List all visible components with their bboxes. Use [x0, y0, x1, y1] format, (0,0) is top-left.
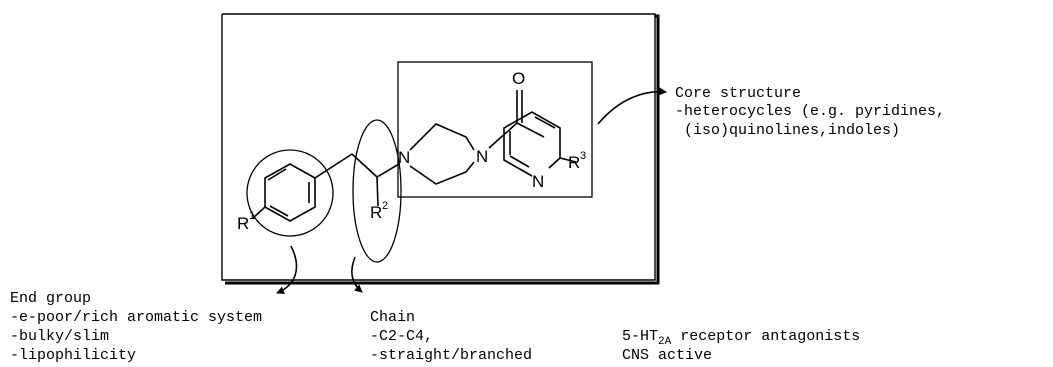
- atom-r2: R: [370, 203, 382, 222]
- benzene-ring: [252, 153, 400, 222]
- core-heading: Core structure: [675, 85, 801, 102]
- activity-suffix: receptor antagonists: [671, 328, 860, 345]
- activity-line-1: 5-HT2A receptor antagonists: [622, 328, 860, 348]
- core-line-1: -heterocycles (e.g. pyridines,: [675, 103, 945, 120]
- atom-r1-sup: 1: [249, 210, 255, 222]
- end-group-line-1: -e-poor/rich aromatic system: [10, 309, 262, 326]
- atom-r3-sup: 3: [580, 150, 586, 162]
- end-group-circle: [246, 149, 334, 237]
- atom-r1: R: [237, 214, 249, 233]
- atom-r2-sup: 2: [382, 200, 388, 212]
- end-group-line-2: -bulky/slim: [10, 328, 109, 345]
- chain-line-1: -C2-C4,: [370, 328, 433, 345]
- chain-ellipse: [352, 119, 402, 263]
- atom-n-pyridine: N: [532, 172, 544, 191]
- arrow-to-core: [597, 87, 667, 125]
- activity-subscript: 2A: [658, 336, 672, 348]
- end-group-line-3: -lipophilicity: [10, 347, 136, 364]
- core-line-2: (iso)quinolines,indoles): [675, 122, 900, 139]
- outer-frame: [221, 13, 660, 285]
- arrow-to-chain: [351, 256, 363, 293]
- atom-o: O: [512, 69, 525, 88]
- chain-heading: Chain: [370, 309, 415, 326]
- arrow-to-end-group: [276, 245, 298, 294]
- activity-prefix: 5-HT: [622, 328, 658, 345]
- atom-n-amide: N: [476, 147, 488, 166]
- chain-line-2: -straight/branched: [370, 347, 532, 364]
- core-box: [397, 61, 593, 198]
- end-group-heading: End group: [10, 290, 91, 307]
- piperazine-ring: [409, 122, 518, 185]
- atom-n-amine: N: [398, 148, 410, 167]
- atom-r3: R: [568, 153, 580, 172]
- activity-line-2: CNS active: [622, 347, 712, 364]
- pyridine-ring: [503, 111, 577, 177]
